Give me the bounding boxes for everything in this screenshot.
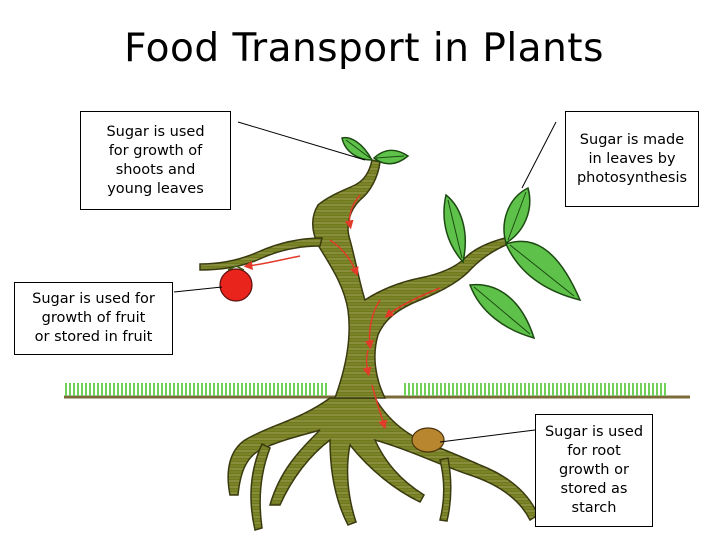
label-root: Sugar is used for root growth or stored …: [535, 414, 653, 527]
fruit: [219, 268, 253, 302]
transport-arrows: [243, 194, 441, 430]
label-photosynthesis: Sugar is made in leaves by photosynthesi…: [565, 111, 699, 207]
grass-right: [404, 383, 666, 396]
grass-left: [65, 383, 327, 396]
diagram-title: Food Transport in Plants: [124, 26, 604, 71]
label-fruit: Sugar is used for growth of fruit or sto…: [14, 282, 173, 355]
starch-store: [411, 427, 445, 453]
roots: [227, 397, 539, 531]
label-shoots: Sugar is used for growth of shoots and y…: [80, 111, 231, 210]
stem: [199, 159, 510, 399]
connector-lines: [173, 121, 557, 443]
leaf-lower: [468, 283, 536, 340]
